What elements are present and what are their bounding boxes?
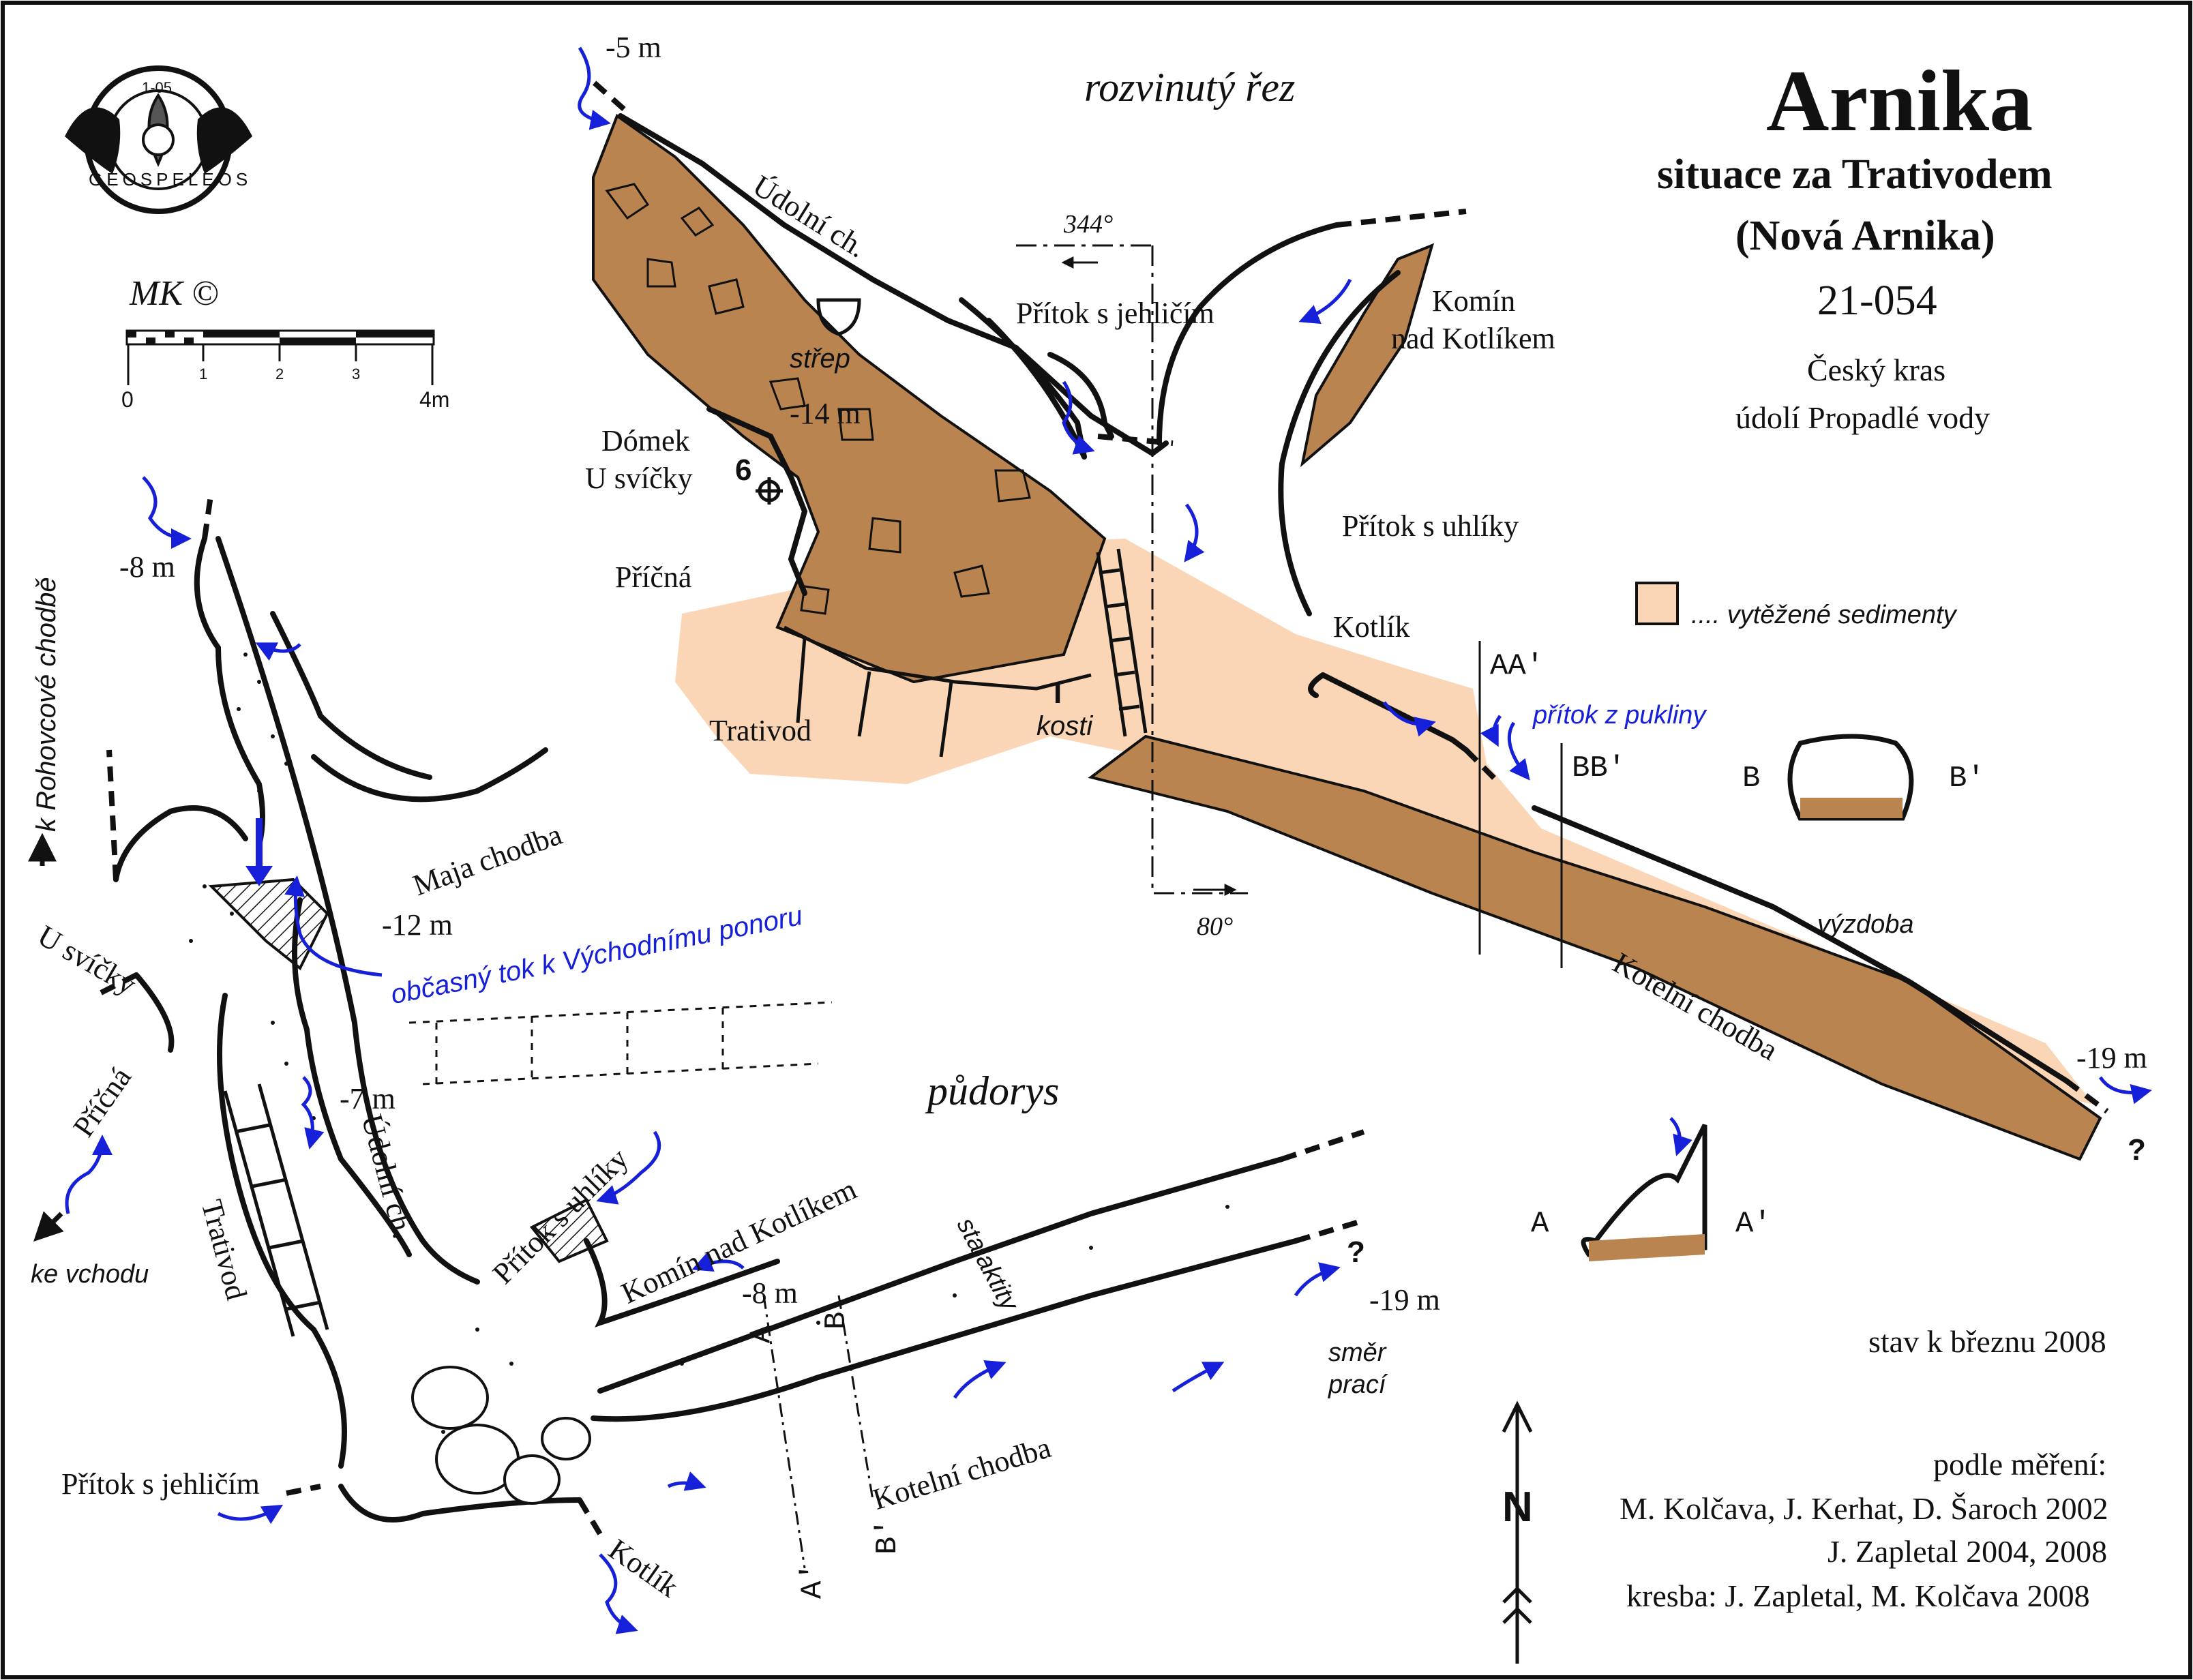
plan-view xyxy=(65,476,1365,1634)
survey-station-icon xyxy=(756,477,783,505)
water-arrows xyxy=(578,46,2152,1105)
credits-line-2: J. Zapletal 2004, 2008 xyxy=(1828,1534,2108,1569)
north-letter: N xyxy=(1502,1484,1533,1531)
bearing-80: 80° xyxy=(1197,912,1234,941)
label-depth-12: -12 m xyxy=(382,908,453,942)
legend-label: .... vytěžené sedimenty xyxy=(1691,601,1956,629)
map-title: Arnika xyxy=(1766,52,2033,149)
label-sec-a-prime: A' xyxy=(796,1563,830,1599)
scale-tick-3: 3 xyxy=(352,365,361,382)
scale-tick-1: 1 xyxy=(199,365,208,382)
profile-label-b-prime: B' xyxy=(1949,762,1985,796)
label-vyzdoba: výzdoba xyxy=(1817,910,1914,939)
komin-sediment xyxy=(1300,243,1435,468)
map-subtitle: situace za Trativodem xyxy=(1657,151,2053,198)
scale-bar xyxy=(125,329,435,385)
inflow-arrow xyxy=(245,818,273,886)
scale-tick-4: 4m xyxy=(419,387,450,412)
scale-tick-0: 0 xyxy=(121,387,134,412)
status-date: stav k březnu 2008 xyxy=(1868,1324,2106,1359)
label-unknown-continuation: ? xyxy=(2128,1133,2146,1167)
label-pritok-uhliky-section: Přítok s uhlíky xyxy=(1342,509,1519,543)
profile-a xyxy=(1581,1124,1707,1257)
plan-section-lines xyxy=(762,1295,874,1569)
label-depth-14: -14 m xyxy=(790,397,861,430)
plan-water-arrows xyxy=(65,476,1341,1634)
boulders xyxy=(411,1366,591,1505)
label-domek-2: U svíčky xyxy=(585,462,693,495)
credits-line-3: kresba: J. Zapletal, M. Kolčava 2008 xyxy=(1626,1578,2090,1613)
label-komin-1: Komín xyxy=(1432,284,1516,318)
section-heading: rozvinutý řez xyxy=(1084,65,1296,110)
label-trativod-section: Trativod xyxy=(709,714,811,747)
label-domek-1: Dómek xyxy=(601,424,690,457)
section-dashed-walls xyxy=(591,80,2109,1114)
label-depth-7: -7 m xyxy=(340,1082,396,1115)
profile-label-a: A xyxy=(1531,1207,1549,1241)
label-sec-a: A xyxy=(745,1325,779,1343)
label-sec-b: B xyxy=(820,1311,854,1330)
ladder xyxy=(1096,548,1148,737)
label-pritok-jehlicim-plan: Přítok s jehličím xyxy=(61,1467,260,1501)
label-depth-19-plan: -19 m xyxy=(1369,1283,1440,1317)
profile-b xyxy=(1787,734,1914,821)
label-aa: AA' xyxy=(1490,649,1545,683)
north-arrow-icon xyxy=(1502,1400,1533,1664)
hatched-area xyxy=(208,877,329,971)
passage-fill-dots xyxy=(189,652,1229,1434)
label-pritok-jehlicim-section: Přítok s jehličím xyxy=(1016,297,1214,330)
credits-title: podle měření: xyxy=(1933,1447,2107,1482)
label-sec-b-prime: B' xyxy=(871,1518,905,1555)
plan-dashed-walls xyxy=(94,490,1365,1536)
label-kotlik-section: Kotlík xyxy=(1333,610,1410,644)
label-ke-vchodu: ke vchodu xyxy=(31,1260,149,1289)
floor-sediment xyxy=(1088,734,2102,1161)
profile-label-a-prime: A' xyxy=(1735,1207,1772,1241)
cave-number: 21-054 xyxy=(1817,278,1937,324)
bearing-344: 344° xyxy=(1064,210,1114,239)
label-depth-19-section: -19 m xyxy=(2076,1041,2147,1075)
pottery-icon xyxy=(816,298,861,336)
rock-clasts xyxy=(605,183,1031,615)
sediment-fill xyxy=(592,113,1107,684)
legend-swatch xyxy=(1635,582,1679,625)
label-kosti: kosti xyxy=(1036,711,1093,741)
label-praci: prací xyxy=(1328,1370,1386,1399)
map-subtitle-2: (Nová Arnika) xyxy=(1735,213,1995,259)
label-komin-2: nad Kotlíkem xyxy=(1391,322,1555,355)
label-smer: směr xyxy=(1328,1338,1386,1367)
label-strep: střep xyxy=(790,344,850,374)
plan-ladder xyxy=(223,1083,329,1337)
logo-number: 1-05 xyxy=(142,79,173,96)
credits-line-1: M. Kolčava, J. Kerhat, D. Šaroch 2002 xyxy=(1620,1491,2108,1526)
logo-name: GEOSPELEOS xyxy=(89,169,252,190)
label-station-6: 6 xyxy=(735,453,752,487)
geospeleos-logo xyxy=(65,65,252,214)
valley: údolí Propadlé vody xyxy=(1735,400,1990,435)
scale-tick-2: 2 xyxy=(275,365,284,382)
arrow-down-left-icon xyxy=(33,1211,64,1242)
label-depth-8b: -8 m xyxy=(742,1276,798,1310)
profile-label-b: B xyxy=(1742,762,1761,796)
label-pritok-pukliny: přítok z pukliny xyxy=(1533,701,1706,730)
label-k-rohovcove: k Rohovcové chodbě xyxy=(31,577,61,832)
shoring xyxy=(783,625,1092,758)
section-view xyxy=(578,46,2152,1261)
stream-zone xyxy=(408,1001,833,1085)
region: Český kras xyxy=(1807,352,1946,387)
plan-heading: půdorys xyxy=(927,1068,1060,1113)
author-mark: MK © xyxy=(130,274,219,313)
label-pricna-section: Příčná xyxy=(615,560,692,594)
label-depth-8: -8 m xyxy=(119,550,175,584)
bone-icon: I xyxy=(1054,676,1062,710)
section-walls xyxy=(618,113,2069,1083)
label-plan-question: ? xyxy=(1347,1235,1365,1269)
label-bb: BB' xyxy=(1572,751,1626,785)
depth-top: -5 m xyxy=(606,31,661,64)
